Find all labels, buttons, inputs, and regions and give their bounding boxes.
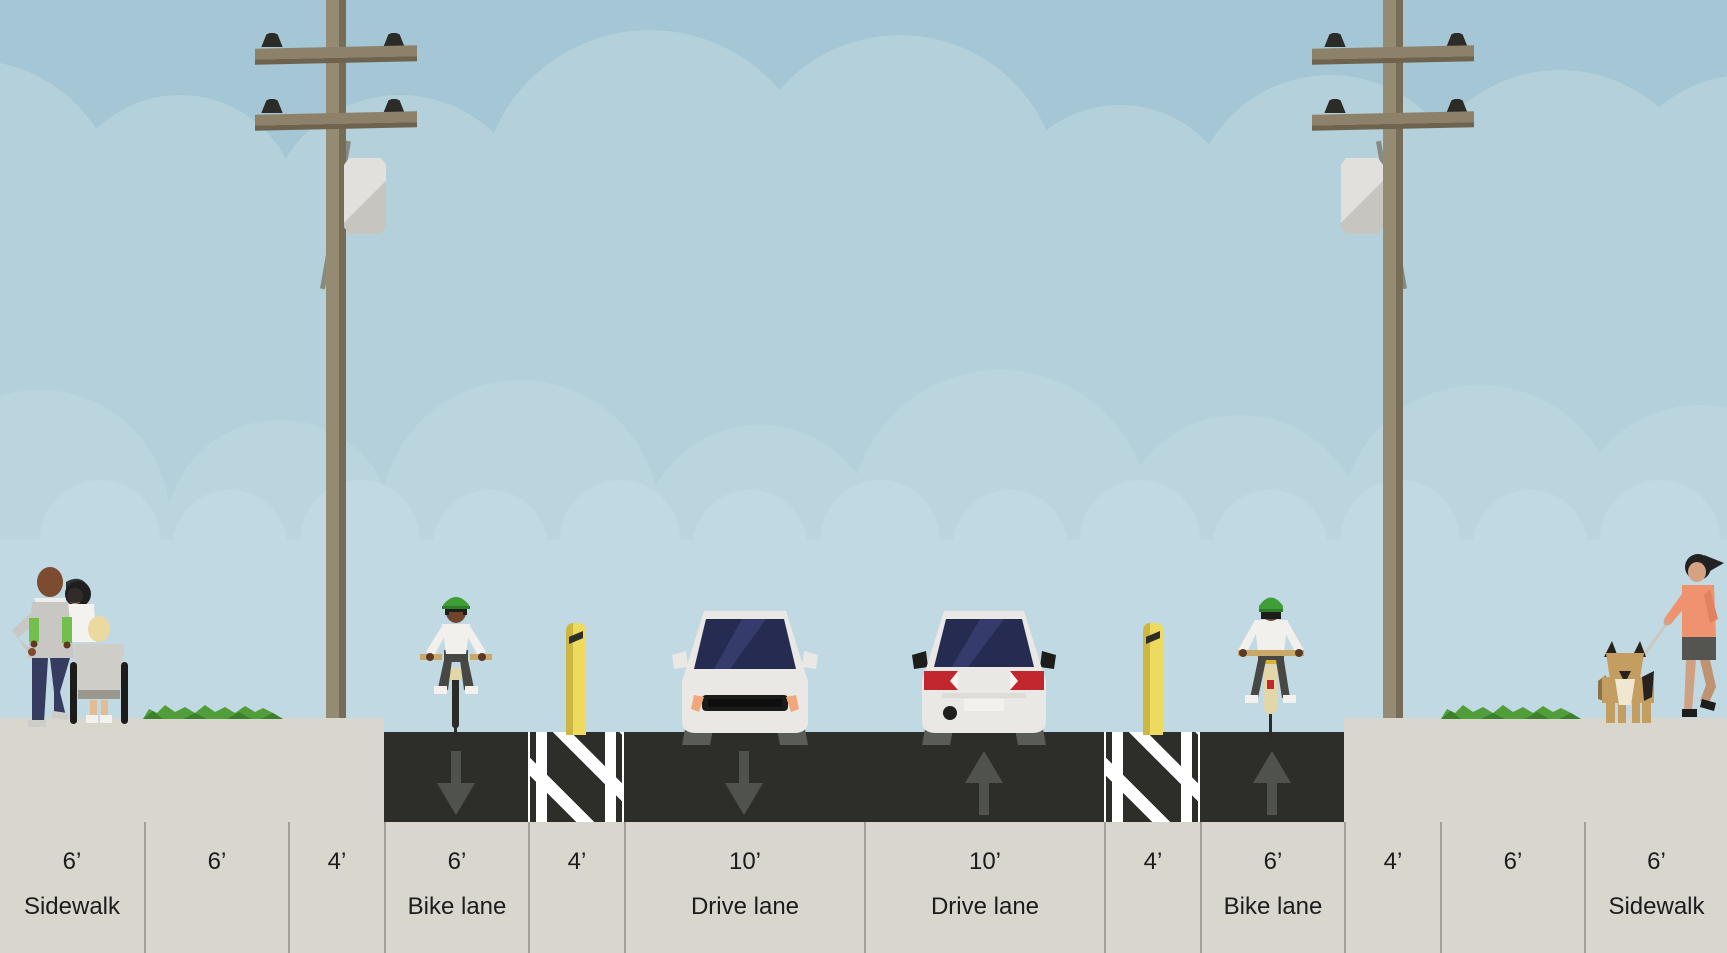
lane-arrow-up-icon	[1253, 751, 1291, 815]
segment-width-label: 4’	[1383, 848, 1403, 875]
utility-pole-icon	[1383, 0, 1403, 718]
bollard-icon	[566, 623, 586, 735]
ruler-segment-buffer-right[interactable]: 4’	[1104, 822, 1200, 953]
bush-icon	[143, 705, 283, 719]
ruler-segment-drive-lane-outbound[interactable]: 10’ Drive lane	[864, 822, 1104, 953]
segment-width-label: 4’	[567, 848, 587, 875]
segment-width-label: 6’	[1263, 848, 1283, 875]
insulator-icon	[1324, 99, 1346, 113]
pedestrian-family-icon	[12, 567, 96, 727]
segment-width-label: 10’	[728, 848, 762, 875]
buffer-stripes-icon	[528, 732, 624, 822]
segment-name-label: Drive lane	[690, 893, 800, 920]
segment-width-label: 6’	[62, 848, 82, 875]
ruler-segment-drive-lane-inbound[interactable]: 10’ Drive lane	[624, 822, 864, 953]
dog-walker-icon	[1598, 554, 1724, 723]
wheelchair-user-icon	[70, 616, 128, 724]
ruler-segment-planting-left[interactable]: 6’	[144, 822, 288, 953]
ruler-segment-sidewalk-left[interactable]: 6’ Sidewalk	[0, 822, 144, 953]
segment-name-label: Sidewalk	[23, 893, 121, 920]
ruler-segment-bike-lane-left[interactable]: 6’ Bike lane	[384, 822, 528, 953]
segment-width-label: 6’	[1647, 848, 1666, 875]
segment-name-label: Drive lane	[930, 893, 1040, 920]
width-ruler: 6’ Sidewalk 6’ 4’ 6’ Bike lane 4’ 10’ Dr…	[0, 822, 1727, 953]
insulator-icon	[383, 33, 405, 47]
cyclist-front-icon	[420, 597, 492, 740]
segment-name-label: Sidewalk	[1608, 893, 1705, 920]
crossarm-icon	[255, 45, 417, 65]
ruler-segment-buffer-left[interactable]: 4’	[528, 822, 624, 953]
insulator-icon	[261, 99, 283, 113]
car-front-icon	[672, 611, 818, 745]
segment-width-label: 6’	[207, 848, 227, 875]
crossarm-icon	[255, 111, 417, 131]
segment-name-label: Bike lane	[407, 893, 507, 920]
transformer-box-icon	[344, 158, 386, 234]
lane-arrow-down-icon	[725, 751, 763, 815]
utility-pole-icon	[326, 0, 346, 718]
insulator-icon	[1446, 99, 1468, 113]
segment-name-label: Bike lane	[1223, 893, 1323, 920]
insulator-icon	[1446, 33, 1468, 47]
segment-width-label: 4’	[1143, 848, 1163, 875]
segment-width-label: 6’	[447, 848, 467, 875]
car-rear-icon	[912, 611, 1056, 745]
crossarm-icon	[1312, 45, 1474, 65]
crossarm-icon	[1312, 111, 1474, 131]
segment-width-label: 6’	[1503, 848, 1523, 875]
ruler-segment-sidewalk-right[interactable]: 6’ Sidewalk	[1584, 822, 1727, 953]
ruler-segment-pole-left[interactable]: 4’	[288, 822, 384, 953]
ruler-segment-pole-right[interactable]: 4’	[1344, 822, 1440, 953]
ruler-segment-bike-lane-right[interactable]: 6’ Bike lane	[1200, 822, 1344, 953]
lane-arrow-down-icon	[437, 751, 475, 815]
transformer-box-icon	[1341, 158, 1383, 234]
cyclist-rear-icon	[1238, 597, 1304, 740]
segment-width-label: 4’	[327, 848, 347, 875]
segment-width-label: 10’	[968, 848, 1002, 875]
lane-arrow-up-icon	[965, 751, 1003, 815]
bush-icon	[1441, 705, 1581, 719]
buffer-stripes-icon	[1104, 732, 1200, 822]
ruler-segment-planting-right[interactable]: 6’	[1440, 822, 1584, 953]
insulator-icon	[261, 33, 283, 47]
insulator-icon	[1324, 33, 1346, 47]
insulator-icon	[383, 99, 405, 113]
bollard-icon	[1143, 623, 1163, 735]
